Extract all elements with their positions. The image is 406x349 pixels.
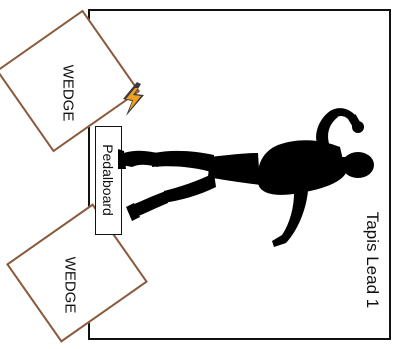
wedge-label-bottom: WEDGE bbox=[62, 257, 79, 314]
wedge-label-top: WEDGE bbox=[60, 65, 77, 122]
pedalboard-label: Pedalboard bbox=[100, 144, 116, 216]
performer-silhouette-icon bbox=[118, 95, 383, 255]
